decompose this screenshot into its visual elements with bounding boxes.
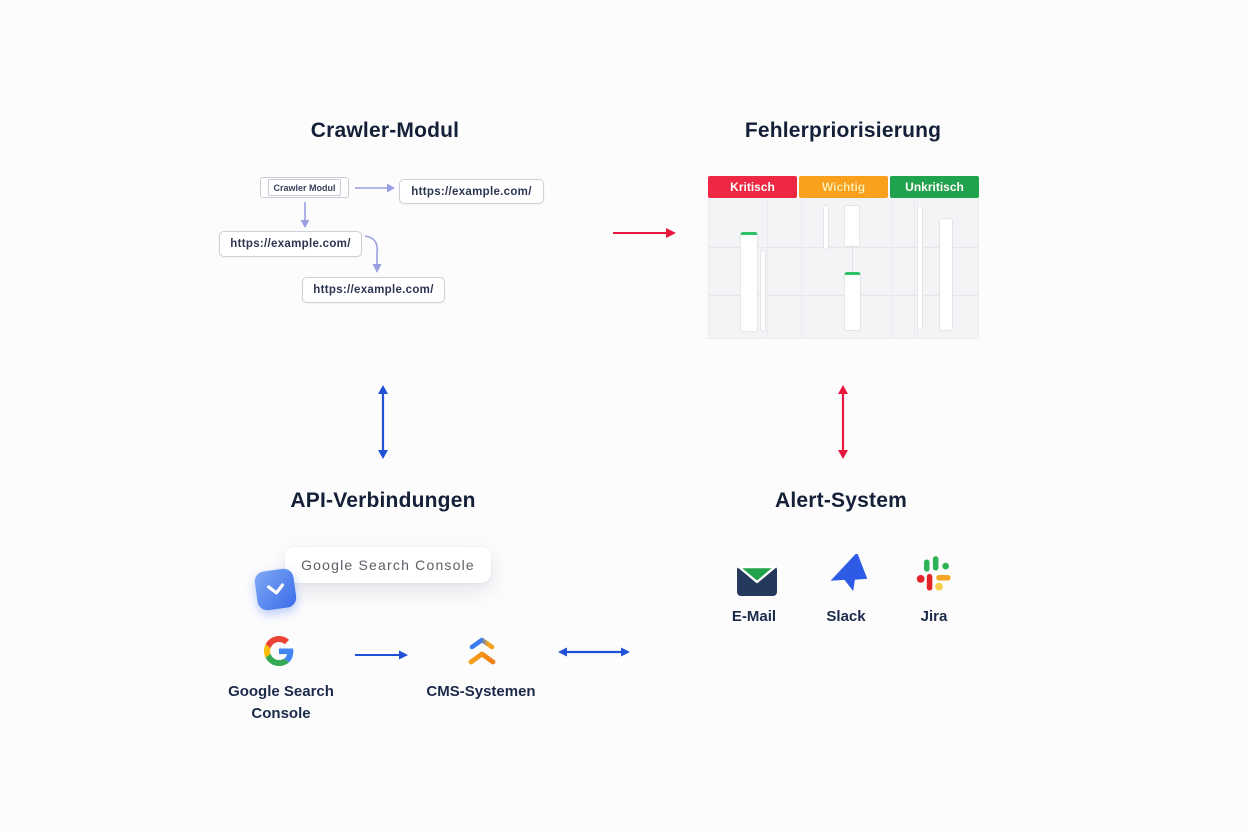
google-g-icon	[264, 636, 294, 666]
priority-board-header: Kritisch Wichtig Unkritisch	[708, 176, 979, 198]
board-card	[740, 232, 758, 332]
priority-column-kritisch: Kritisch	[708, 176, 797, 198]
priority-column-unkritisch: Unkritisch	[890, 176, 979, 198]
envelope-icon	[737, 565, 777, 596]
crawler-api-double-arrow-icon	[378, 385, 388, 459]
crawler-arrow-right-icon	[355, 183, 395, 193]
cms-label: CMS-Systemen	[426, 683, 536, 700]
gsc-label: Google Search Console	[228, 683, 334, 722]
priorities-section-title: Fehlerpriorisierung	[744, 119, 942, 142]
crawler-url-box-1: https://example.com/	[399, 179, 544, 204]
crawler-arrow-down-icon	[300, 202, 310, 228]
crawler-section-title: Crawler-Modul	[310, 119, 460, 142]
cms-chevrons-icon	[468, 637, 496, 665]
board-card-stem	[852, 245, 853, 272]
crawler-url-3: https://example.com/	[313, 284, 434, 296]
chevron-down-icon	[266, 583, 284, 595]
paper-plane-icon	[830, 554, 868, 592]
crawler-url-box-2: https://example.com/	[219, 231, 362, 257]
priority-column-wichtig: Wichtig	[799, 176, 888, 198]
gsc-tooltip-label: Google Search Console	[301, 557, 475, 573]
email-label: E-Mail	[731, 608, 777, 625]
crawler-to-priorities-arrow-icon	[613, 228, 676, 238]
grid-line	[709, 295, 978, 296]
api-section-title: API-Verbindungen	[290, 489, 476, 512]
alerts-section-title: Alert-System	[775, 489, 907, 512]
board-card	[844, 205, 860, 247]
priority-board: Kritisch Wichtig Unkritisch	[708, 176, 979, 339]
crawler-url-2: https://example.com/	[230, 238, 351, 250]
gsc-app-icon	[253, 567, 298, 612]
board-card	[760, 250, 766, 332]
board-card	[823, 205, 829, 250]
jira-label: Jira	[920, 608, 948, 625]
grid-line	[801, 198, 802, 338]
board-card	[939, 218, 953, 331]
crawler-arrow-elbow-icon	[364, 235, 382, 273]
priority-board-grid	[708, 198, 979, 339]
priorities-alerts-double-arrow-icon	[838, 385, 848, 459]
pinwheel-icon	[916, 556, 951, 591]
crawler-url-box-3: https://example.com/	[302, 277, 445, 303]
crawler-module-box: Crawler Modul	[260, 177, 349, 198]
grid-line	[709, 247, 978, 248]
grid-line	[891, 198, 892, 338]
board-card	[844, 272, 861, 331]
slack-label: Slack	[826, 608, 866, 625]
grid-line	[914, 198, 915, 338]
gsc-tooltip: Google Search Console	[285, 547, 491, 583]
grid-line	[767, 198, 768, 338]
gsc-to-cms-arrow-icon	[355, 650, 408, 660]
crawler-module-box-label: Crawler Modul	[268, 179, 341, 196]
board-card	[917, 205, 923, 331]
cms-double-arrow-icon	[558, 647, 630, 657]
crawler-url-1: https://example.com/	[411, 185, 532, 198]
